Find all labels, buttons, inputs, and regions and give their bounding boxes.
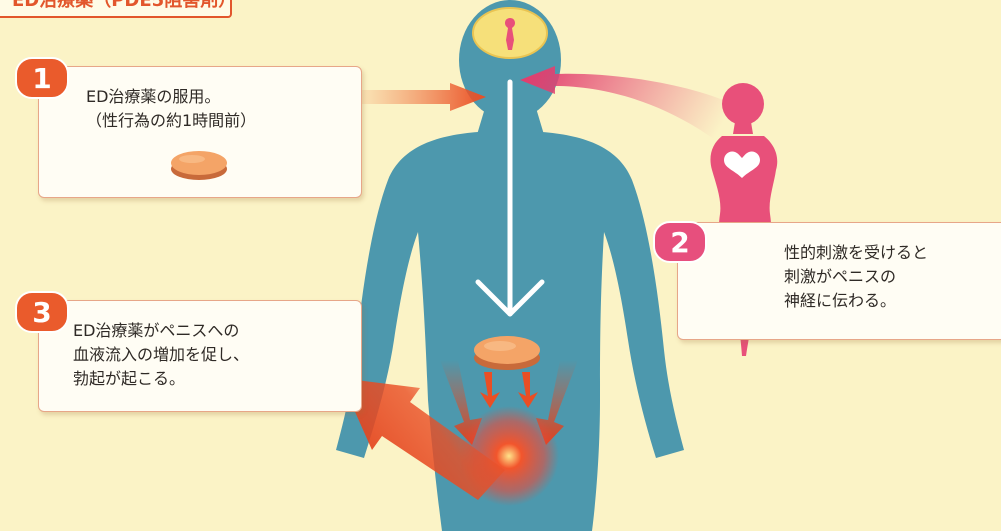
step-3-card: ED治療薬がペニスへの 血液流入の増加を促し、 勃起が起こる。	[38, 300, 362, 412]
step-1-line-2: （性行為の約1時間前）	[86, 111, 257, 130]
step-2-card: 性的刺激を受けると 刺激がペニスの 神経に伝わる。	[677, 222, 1001, 340]
step-2-badge: 2	[653, 221, 707, 263]
step-3-line-1: ED治療薬がペニスへの	[73, 321, 240, 340]
step-3-number: 3	[32, 296, 51, 329]
pill-icon	[171, 151, 227, 180]
step-2-line-2: 刺激がペニスの	[784, 267, 897, 286]
pill-icon	[474, 336, 540, 370]
step-1-badge: 1	[15, 57, 69, 99]
step-3-line-2: 血液流入の増加を促し、	[73, 345, 250, 364]
step-3-badge: 3	[15, 291, 69, 333]
brain-icon	[472, 7, 548, 59]
step-3-line-3: 勃起が起こる。	[73, 369, 186, 388]
heart-icon	[724, 151, 760, 178]
step-2-line-1: 性的刺激を受けると	[784, 243, 929, 262]
step-1-number: 1	[32, 62, 51, 95]
step-2-number: 2	[670, 226, 689, 259]
stimulus-signal-arrow	[520, 66, 735, 140]
step-1-card: ED治療薬の服用。 （性行為の約1時間前）	[38, 66, 362, 198]
arrow-down-icon	[475, 79, 545, 317]
step-1-line-1: ED治療薬の服用。	[86, 87, 221, 106]
pill-signal-arrow	[345, 83, 486, 111]
diagram-title: ED治療薬（PDE5阻害剤）の効果	[0, 0, 232, 18]
effect-arrow	[340, 378, 505, 500]
step-2-line-3: 神経に伝わる。	[784, 291, 897, 310]
